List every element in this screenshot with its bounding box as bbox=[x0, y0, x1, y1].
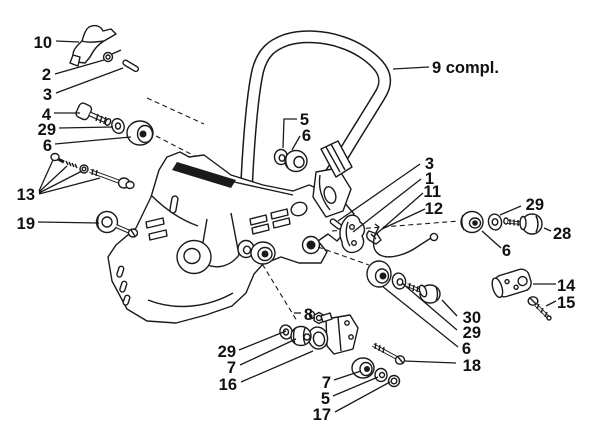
washer-part-5-handle bbox=[273, 148, 289, 166]
buffer-part-6-handle bbox=[284, 149, 308, 173]
callout-13: 13 bbox=[17, 186, 35, 204]
callout-29-right: 29 bbox=[526, 196, 544, 214]
frame-casting bbox=[107, 151, 355, 324]
screw-part-28 bbox=[503, 213, 543, 235]
pin-part-3-top bbox=[122, 59, 140, 73]
grommet-screw-19 bbox=[95, 210, 139, 238]
fastener-set-13 bbox=[50, 152, 135, 190]
callout-16: 16 bbox=[219, 376, 237, 394]
callout-30: 30 bbox=[463, 309, 481, 327]
callout-15: 15 bbox=[557, 294, 575, 312]
callout-8: 8 bbox=[304, 306, 313, 324]
callout-1: 1 bbox=[425, 170, 434, 188]
callout-10: 10 bbox=[34, 34, 52, 52]
bushing-part-7-lower bbox=[351, 357, 375, 379]
callout-6-handle: 6 bbox=[302, 127, 311, 145]
callout-29-top: 29 bbox=[38, 121, 56, 139]
hand-guard-part-10 bbox=[69, 24, 117, 67]
callout-3-top: 3 bbox=[43, 86, 52, 104]
callout-3-mid: 3 bbox=[425, 155, 434, 173]
callout-7-bracket: 7 bbox=[227, 359, 236, 377]
washer-part-5-lower bbox=[374, 367, 388, 383]
buffer-part-6-right bbox=[460, 210, 484, 234]
callout-6-mid: 6 bbox=[462, 340, 471, 358]
spring-wire-part-12 bbox=[372, 223, 439, 258]
plate-part-1 bbox=[339, 214, 366, 254]
screw-part-4 bbox=[75, 102, 112, 126]
handlebar-grip-end bbox=[312, 167, 352, 218]
handlebar-part-9 bbox=[239, 30, 392, 199]
washer-part-29-right bbox=[487, 213, 503, 231]
handlebar-clamp-band bbox=[320, 140, 353, 178]
knob-screw-part-30 bbox=[406, 282, 441, 304]
callout-11: 11 bbox=[424, 183, 441, 201]
nut-part-17 bbox=[387, 374, 401, 388]
clamp-bracket-part-16 bbox=[307, 312, 359, 355]
callout-14: 14 bbox=[557, 277, 576, 295]
callout-18: 18 bbox=[463, 357, 481, 375]
callout-5-handle: 5 bbox=[300, 111, 309, 129]
screw-part-15 bbox=[527, 296, 552, 321]
callout-12: 12 bbox=[425, 200, 443, 218]
callout-28: 28 bbox=[553, 225, 571, 243]
clip-part-2 bbox=[102, 49, 122, 63]
buffer-part-6-top bbox=[126, 120, 154, 146]
callout-7-lower: 7 bbox=[322, 374, 331, 392]
washer-part-29-top bbox=[111, 117, 125, 135]
bushing-part-7-bracket bbox=[290, 325, 312, 347]
callout-5-lower: 5 bbox=[321, 390, 330, 408]
washer-part-29-mid bbox=[391, 272, 407, 290]
leader-lines bbox=[37, 40, 557, 413]
buffer-part-6-mid bbox=[366, 260, 392, 288]
callout-9-compl: 9 compl. bbox=[432, 59, 499, 77]
callout-29-mid: 29 bbox=[463, 324, 481, 342]
callout-2: 2 bbox=[42, 66, 51, 84]
callout-labels: 10 2 3 4 29 6 13 19 5 6 9 compl. 3 1 11 … bbox=[17, 34, 577, 424]
bolt-part-18 bbox=[372, 342, 406, 365]
callout-19: 19 bbox=[17, 215, 35, 233]
callout-6-top: 6 bbox=[43, 137, 52, 155]
callout-17: 17 bbox=[313, 406, 331, 424]
bushing-part-6-frame bbox=[250, 241, 276, 265]
frame-hatched-edge bbox=[172, 162, 236, 188]
callout-29-bracket: 29 bbox=[218, 343, 236, 361]
sleeve-part-14 bbox=[491, 268, 532, 299]
callout-6-right: 6 bbox=[502, 242, 511, 260]
callout-4: 4 bbox=[42, 106, 52, 124]
